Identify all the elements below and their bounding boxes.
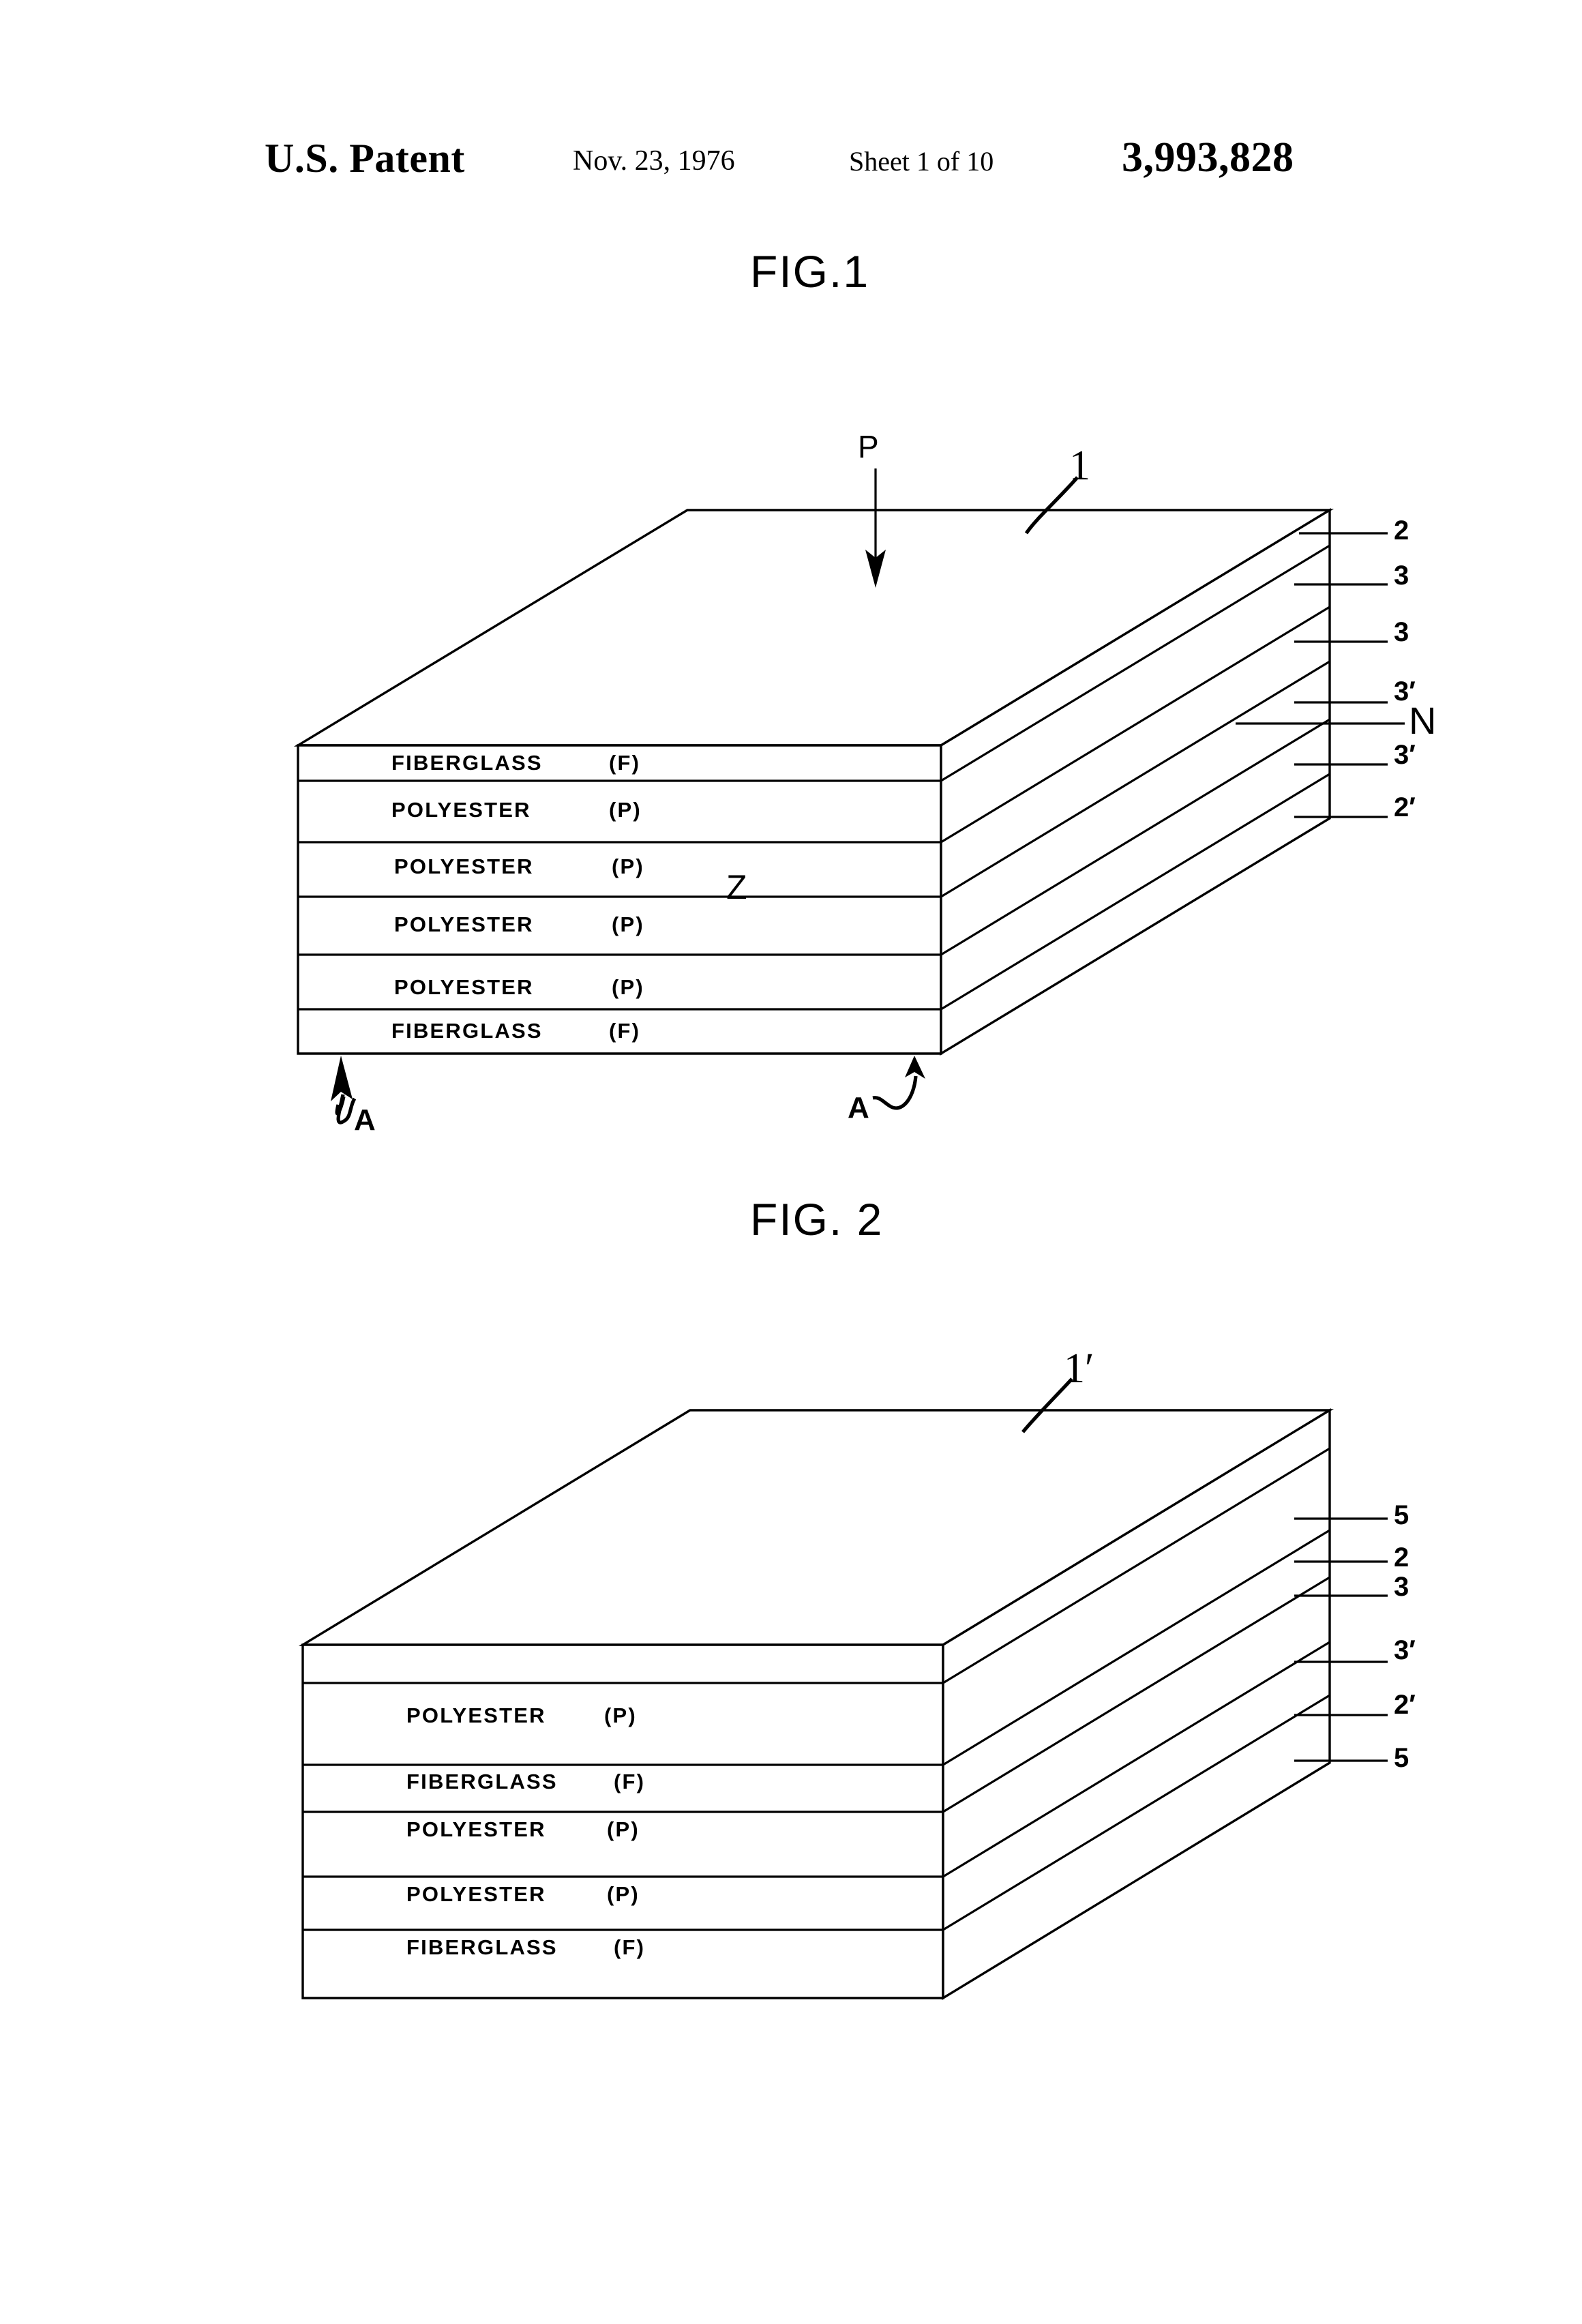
fig1-assembly-label: 1: [1069, 443, 1090, 489]
fig2-layer-0-material: POLYESTER: [406, 1703, 546, 1727]
fig1-side-divider-4: [940, 718, 1330, 956]
fig1-layer-4-material: POLYESTER: [394, 975, 534, 999]
fig1-ref-numeral-4: 3′: [1394, 740, 1416, 770]
patent-office-title: U.S. Patent: [265, 136, 465, 181]
fig1-section-arrow-right-head: [905, 1056, 925, 1079]
fig2-layer-3-material: POLYESTER: [406, 1882, 546, 1906]
patent-header: U.S. Patent Nov. 23, 1976 Sheet 1 of 10 …: [0, 134, 1582, 196]
fig2-ref-numeral-1: 2: [1394, 1543, 1409, 1573]
fig1-side-divider-5: [940, 773, 1330, 1011]
figure-2-block: [298, 1377, 1388, 2001]
figure-1-block: [293, 468, 1405, 1124]
fig2-layer-4-material: FIBERGLASS: [406, 1935, 558, 1959]
fig1-load-arrow-head: [865, 550, 886, 588]
patent-number: 3,993,828: [1122, 134, 1294, 181]
fig2-side-divider-1: [942, 1447, 1330, 1684]
fig1-section-arrow-left-head: [331, 1056, 353, 1101]
fig1-ref-numeral-1: 3: [1394, 561, 1409, 591]
figure-1-title: FIG.1: [750, 246, 870, 297]
fig1-side-divider-2: [940, 606, 1330, 844]
fig2-ref-numeral-3: 3′: [1394, 1635, 1416, 1665]
fig1-layer-2-code: (P): [612, 854, 644, 878]
fig2-side-divider-4: [942, 1641, 1330, 1878]
fig2-ref-numeral-0: 5: [1394, 1500, 1409, 1530]
fig1-layer-5-material: FIBERGLASS: [391, 1019, 543, 1043]
fig2-layer-0-code: (P): [604, 1703, 637, 1727]
fig2-layer-4-code: (F): [614, 1935, 646, 1959]
fig2-layer-2-code: (P): [607, 1817, 640, 1841]
fig1-side-divider-3: [940, 660, 1330, 898]
fig1-side-divider-1: [940, 544, 1330, 782]
fig1-layer-3-material: POLYESTER: [394, 912, 534, 936]
fig2-ref-numeral-2: 3: [1394, 1572, 1409, 1602]
fig2-ref-numeral-5: 5: [1394, 1743, 1409, 1773]
patent-issue-date: Nov. 23, 1976: [573, 145, 735, 177]
fig2-layer-3-code: (P): [607, 1882, 640, 1906]
fig2-side-divider-2: [942, 1529, 1330, 1766]
fig2-assembly-label: 1′: [1064, 1345, 1094, 1392]
patent-sheet-number: Sheet 1 of 10: [849, 146, 994, 177]
fig1-layer-5-code: (F): [609, 1019, 641, 1043]
fig2-ref-numeral-4: 2′: [1394, 1690, 1416, 1720]
fig1-layer-1-material: POLYESTER: [391, 798, 531, 822]
fig2-side-divider-5: [942, 1694, 1330, 1931]
fig2-layer-2-material: POLYESTER: [406, 1817, 546, 1841]
fig1-ref-numeral-0: 2: [1394, 516, 1409, 546]
fig1-layer-4-code: (P): [612, 975, 644, 999]
fig1-section-marker-right: A: [848, 1091, 869, 1124]
fig1-layer-3-code: (P): [612, 912, 644, 936]
fig2-right-face: [942, 1407, 1331, 2001]
fig2-layer-1-material: FIBERGLASS: [406, 1770, 558, 1793]
fig1-ref-numeral-3: 3′: [1394, 676, 1416, 706]
fig2-assembly-leader: [1021, 1377, 1073, 1433]
fig2-side-divider-3: [942, 1576, 1330, 1813]
fig1-section-arrow-right-tail: [872, 1075, 918, 1110]
fig1-layer-0-code: (F): [609, 751, 641, 775]
figure-2-title: FIG. 2: [750, 1194, 884, 1245]
fig1-layer-2-material: POLYESTER: [394, 854, 534, 878]
fig1-section-marker-left: A: [354, 1103, 376, 1137]
fig1-right-face: [940, 507, 1331, 1056]
fig1-layer-1-code: (P): [609, 798, 642, 822]
fig1-ref-numeral-2: 3: [1394, 617, 1409, 647]
fig1-section-arrow-left-hook: [336, 1094, 357, 1124]
fig1-neutral-axis-label: N: [1409, 699, 1437, 742]
fig1-thickness-label: Z: [726, 868, 747, 906]
fig1-ref-numeral-5: 2′: [1394, 792, 1416, 822]
fig1-assembly-leader: [1024, 476, 1079, 535]
fig1-front-face: [297, 744, 942, 1055]
fig1-layer-0-material: FIBERGLASS: [391, 751, 543, 775]
fig2-layer-1-code: (F): [614, 1770, 646, 1793]
fig1-load-label: P: [858, 429, 879, 464]
